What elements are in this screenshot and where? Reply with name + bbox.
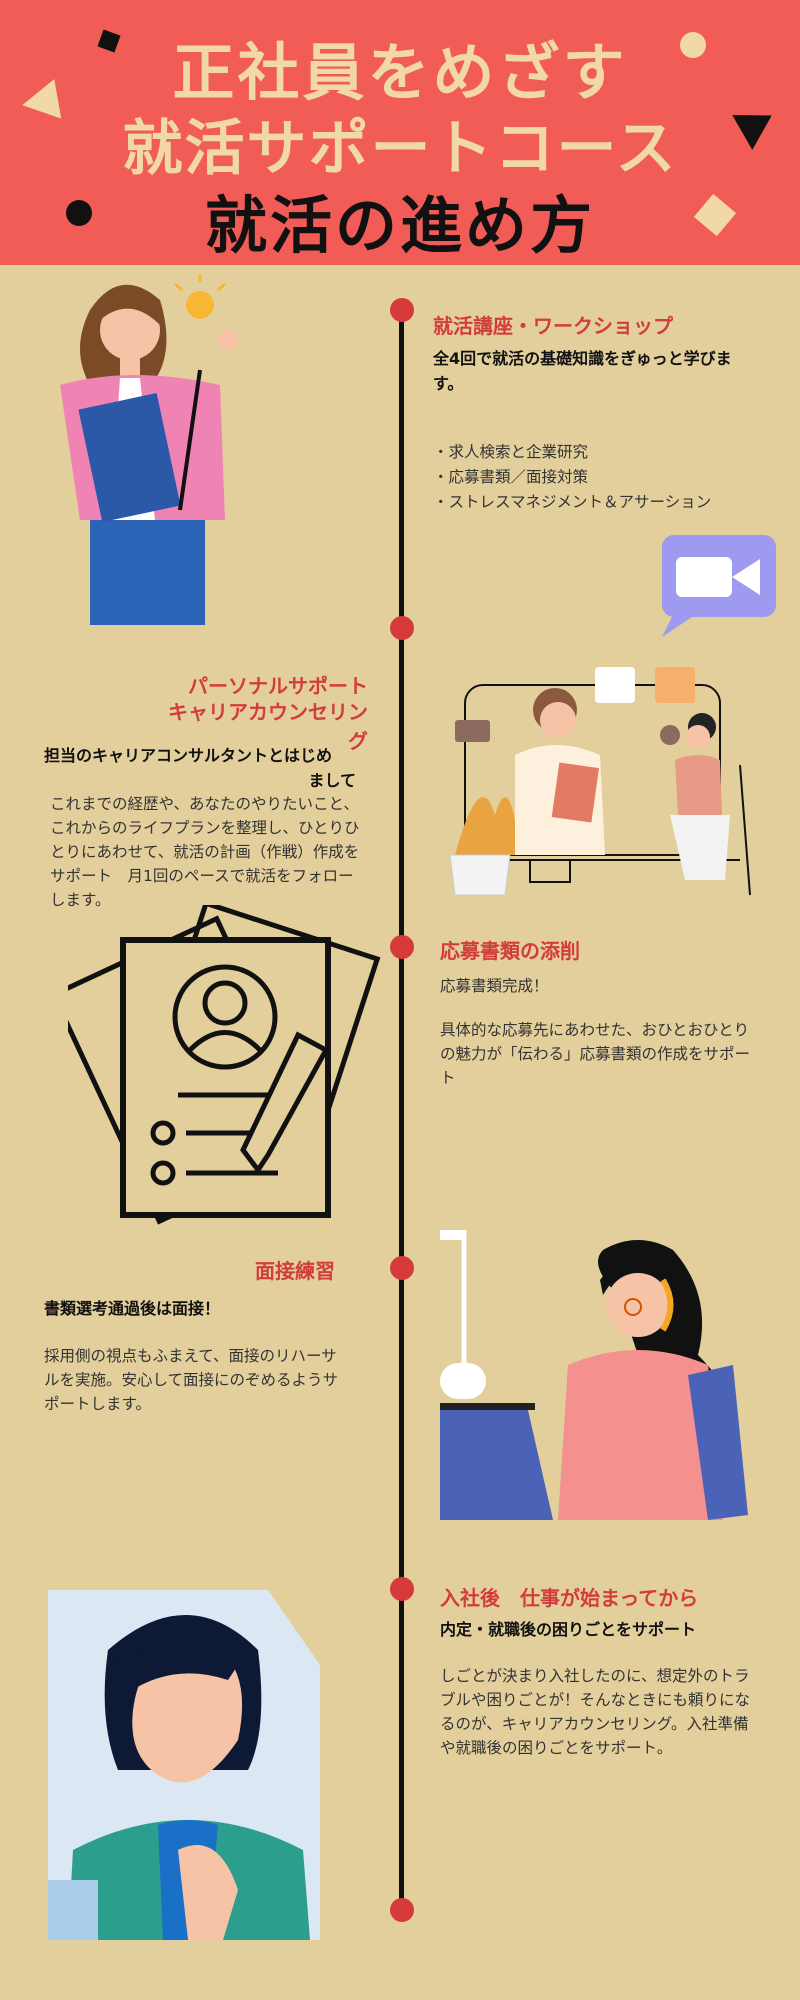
video-call-icon: [662, 535, 776, 637]
circle-decoration: [66, 200, 92, 226]
section2-title-line2: キャリアカウンセリング: [168, 700, 368, 753]
timeline-dot: [390, 935, 414, 959]
section4-title: 面接練習: [255, 1259, 335, 1283]
section2-title-line1: パーソナルサポート: [188, 674, 368, 698]
section2-subtitle-line1: 担当のキャリアコンサルタントとはじめ: [44, 746, 333, 765]
resume-document-illustration: [68, 905, 381, 1225]
online-counseling-illustration: [449, 667, 751, 896]
header-title-line1: 正社員をめざす: [172, 36, 628, 109]
section2-body: これまでの経歴や、あなたのやりたいこと、これからのライフプランを整理し、ひとりひ…: [50, 795, 360, 909]
section5-subtitle: 内定・就職後の困りごとをサポート: [440, 1620, 697, 1639]
section1-list: 求人検索と企業研究 応募書類／面接対策 ストレスマネジメント＆アサーション: [433, 440, 763, 515]
section3-title: 応募書類の添削: [440, 939, 580, 963]
timeline-dot: [390, 1256, 414, 1280]
circle-decoration: [680, 32, 706, 58]
section5-body: しごとが決まり入社したのに、想定外のトラブルや困りごとが！そんなときにも頼りにな…: [440, 1667, 751, 1757]
interview-practice-illustration: [440, 1230, 748, 1520]
section2-subtitle-line2: まして: [308, 771, 356, 790]
section1-subtitle: 全4回で就活の基礎知識をぎゅっと学びます。: [433, 349, 732, 393]
timeline-dot: [390, 1898, 414, 1922]
list-item: 求人検索と企業研究: [433, 440, 763, 465]
section3-subtitle: 応募書類完成！: [440, 977, 549, 995]
header-title-line3: 就活の進め方: [204, 189, 595, 262]
header-title-line2: 就活サポートコース: [122, 114, 678, 184]
timeline-dot: [390, 298, 414, 322]
section5-title: 入社後 仕事が始まってから: [440, 1586, 699, 1610]
header-banner: 正社員をめざす 就活サポートコース 就活の進め方: [0, 0, 800, 265]
teacher-illustration: [60, 274, 238, 625]
section4-subtitle: 書類選考通過後は面接！: [44, 1299, 221, 1318]
timeline-line: [399, 310, 404, 1910]
after-joining-illustration: [48, 1590, 320, 1940]
list-item: ストレスマネジメント＆アサーション: [433, 490, 763, 515]
section3-body: 具体的な応募先にあわせた、おひとおひとりの魅力が「伝わる」応募書類の作成をサポー…: [440, 1021, 751, 1087]
section4-body: 採用側の視点もふまえて、面接のリハーサルを実施。安心して面接にのぞめるようサポー…: [44, 1347, 339, 1413]
list-item: 応募書類／面接対策: [433, 465, 763, 490]
timeline-dot: [390, 616, 414, 640]
section1-title: 就活講座・ワークショップ: [433, 314, 673, 338]
timeline-dot: [390, 1577, 414, 1601]
